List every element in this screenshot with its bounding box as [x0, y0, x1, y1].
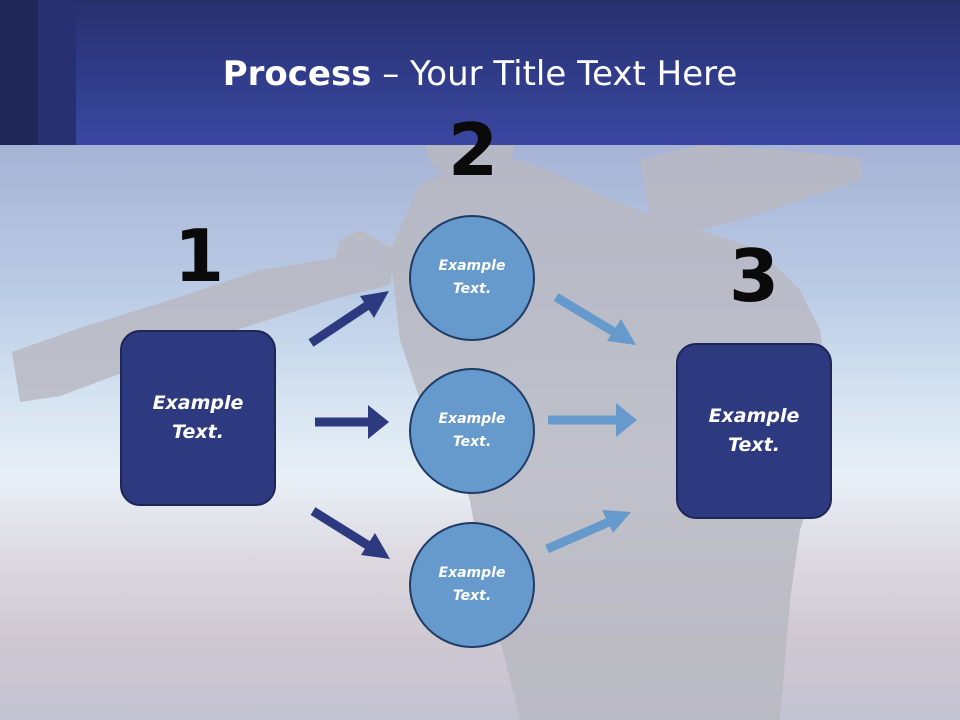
process-box-left[interactable]: Example Text.: [120, 330, 276, 506]
process-circle-top[interactable]: Example Text.: [409, 215, 535, 341]
circle-text-line: Text.: [452, 281, 492, 297]
header-accent-strip: [38, 0, 76, 145]
circle-text-line: Example: [438, 565, 506, 581]
slide-title: Process – Your Title Text Here: [0, 52, 960, 96]
header-bar: Process – Your Title Text Here: [0, 0, 960, 145]
arrow-to-bottom-circle: [310, 507, 390, 559]
step-number-3: 3: [728, 234, 780, 318]
process-circle-middle[interactable]: Example Text.: [409, 368, 535, 494]
circle-text-line: Example: [438, 411, 506, 427]
process-circle-bottom[interactable]: Example Text.: [409, 522, 535, 648]
arrow-bottom-to-right-box: [545, 510, 631, 554]
circle-text-line: Text.: [452, 434, 492, 450]
step-number-2: 2: [447, 108, 499, 192]
box-text-line: Text.: [172, 421, 224, 443]
arrow-middle-to-right-box: [548, 403, 637, 437]
process-box-right[interactable]: Example Text.: [676, 343, 832, 519]
header-accent-strip: [0, 0, 38, 145]
box-text-line: Text.: [728, 434, 780, 456]
title-rest: – Your Title Text Here: [371, 54, 738, 94]
step-number-1: 1: [173, 214, 225, 298]
arrow-to-top-circle: [308, 291, 389, 347]
circle-text-line: Example: [438, 258, 506, 274]
circle-text-line: Text.: [452, 588, 492, 604]
box-text-line: Example: [152, 392, 244, 414]
box-text-line: Example: [708, 405, 800, 427]
title-bold: Process: [222, 54, 372, 94]
arrow-to-middle-circle: [315, 405, 389, 439]
arrow-top-to-right-box: [553, 293, 636, 345]
